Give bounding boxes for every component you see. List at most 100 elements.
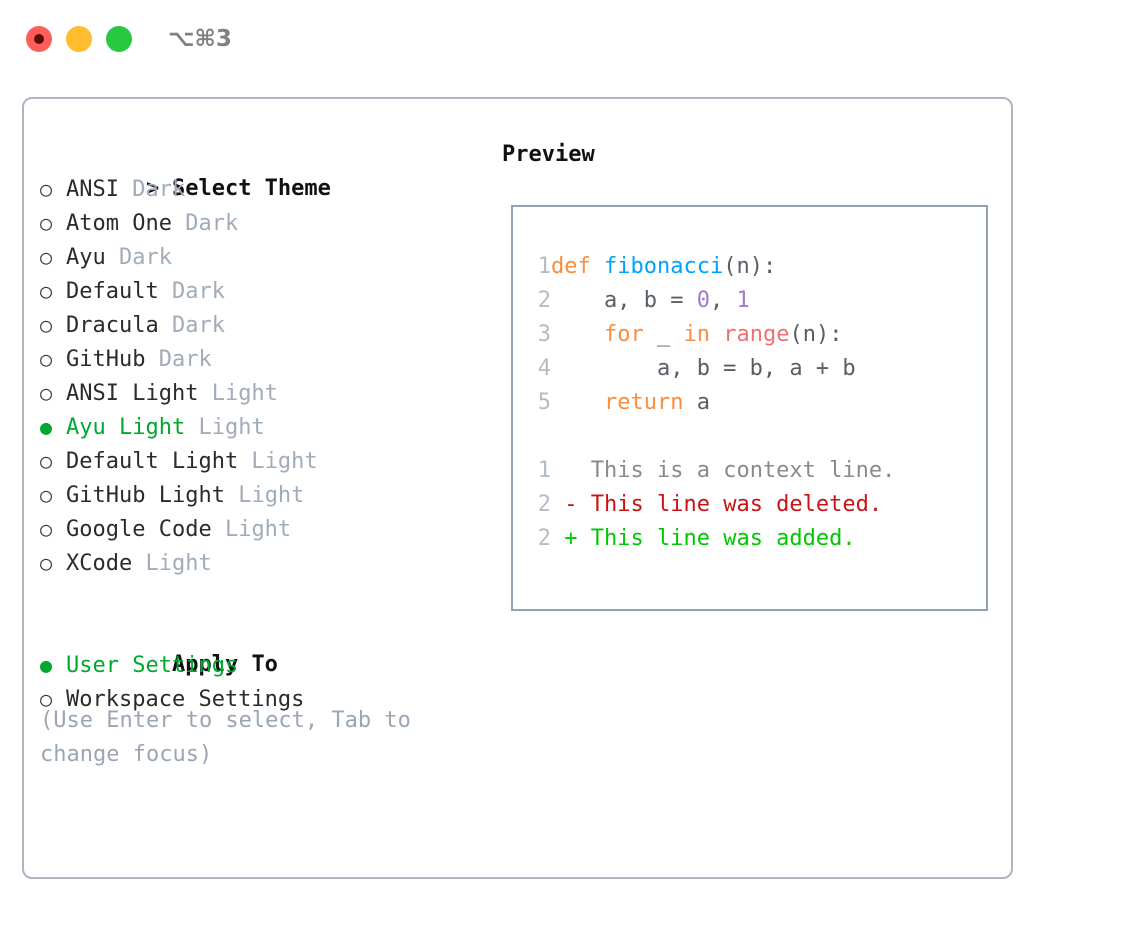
line-number: 1 — [537, 458, 551, 483]
minimize-button[interactable] — [66, 26, 92, 52]
theme-kind-badge: Light — [211, 517, 292, 542]
radio-unselected-icon[interactable]: ○ — [40, 517, 53, 541]
theme-list-item[interactable]: ○Default Light Light — [40, 444, 490, 478]
keyboard-hint: (Use Enter to select, Tab to change focu… — [40, 708, 425, 767]
diff-sign: + — [551, 526, 591, 551]
cursor-caret-icon: > — [145, 176, 173, 201]
theme-list-item[interactable]: ○Default Dark — [40, 274, 490, 308]
line-number: 5 — [537, 390, 551, 415]
radio-unselected-icon[interactable]: ○ — [40, 177, 53, 201]
theme-name: Default — [66, 279, 159, 304]
radio-unselected-icon[interactable]: ○ — [40, 687, 53, 711]
code-line: 2 a, b = 0, 1 — [527, 284, 895, 318]
apply-to-heading: Apply To — [40, 614, 490, 677]
theme-kind-badge: Light — [224, 483, 305, 508]
title-bar: ⌥⌘3 — [0, 0, 1140, 78]
theme-list-item[interactable]: ○ GitHub Light Light — [40, 478, 490, 512]
code-token: 0 — [696, 288, 710, 313]
theme-name: Ayu — [66, 245, 106, 270]
code-token: range — [723, 322, 790, 347]
diff-text: This is a context line. — [590, 458, 896, 483]
theme-list-item[interactable]: ○ Ayu Dark — [40, 240, 490, 274]
code-token: (n): — [723, 254, 777, 279]
apply-to-item[interactable]: ○ Workspace Settings — [40, 682, 490, 716]
radio-unselected-icon[interactable]: ○ — [40, 449, 53, 473]
code-token: , — [709, 288, 737, 313]
theme-name: XCode — [66, 551, 133, 576]
theme-kind-badge: Light — [132, 551, 212, 576]
diff-sign: - — [551, 492, 591, 517]
radio-selected-icon[interactable]: ● — [40, 653, 53, 677]
line-number: 1 — [537, 254, 551, 279]
corner-accent — [1114, 908, 1140, 934]
diff-line: 2 + This line was added. — [527, 522, 895, 556]
theme-list-item[interactable]: ●Ayu Light Light — [40, 410, 490, 444]
theme-kind-badge: Dark — [158, 313, 225, 338]
apply-to-item[interactable]: ● User Settings — [40, 648, 490, 682]
theme-picker-heading-label: Select Theme — [171, 176, 331, 201]
close-button[interactable] — [26, 26, 52, 52]
apply-to-label: Workspace Settings — [66, 687, 305, 712]
radio-unselected-icon[interactable]: ○ — [40, 313, 53, 337]
theme-list-item[interactable]: ○ ANSI Light Light — [40, 376, 490, 410]
main-panel: > Select Theme ○ANSI Dark○Atom One Dark○… — [22, 97, 1013, 879]
code-token — [551, 390, 604, 415]
code-token — [551, 322, 604, 347]
apply-to-list: ● User Settings ○ Workspace Settings — [40, 648, 490, 716]
apply-to-label: User Settings — [66, 653, 239, 678]
diff-text: This line was deleted. — [590, 492, 883, 517]
radio-unselected-icon[interactable]: ○ — [40, 381, 53, 405]
theme-kind-badge: Dark — [145, 347, 212, 372]
diff-text: This line was added. — [590, 526, 856, 551]
theme-kind-badge: Dark — [118, 177, 186, 202]
radio-unselected-icon[interactable]: ○ — [40, 551, 53, 575]
preview-title: Preview — [502, 142, 595, 167]
preview-column: Preview — [502, 138, 992, 172]
theme-list-item[interactable]: ○ GitHub Dark — [40, 342, 490, 376]
diff-line: 1 This is a context line. — [527, 454, 896, 488]
theme-kind-badge: Dark — [105, 245, 172, 270]
code-line: 4 a, b = b, a + b — [527, 352, 895, 386]
theme-list-item[interactable]: ○ Dracula Dark — [40, 308, 490, 342]
code-token: return — [603, 390, 684, 415]
code-line: 3 for _ in range(n): — [527, 318, 895, 352]
keyboard-shortcut-label: ⌥⌘3 — [168, 26, 232, 52]
theme-kind-badge: Light — [238, 449, 318, 474]
theme-list-item[interactable]: ○ Google Code Light — [40, 512, 490, 546]
theme-name: Dracula — [66, 313, 159, 338]
code-line: 1def fibonacci(n): — [527, 250, 895, 284]
theme-name: Ayu Light — [66, 415, 186, 440]
theme-name: Google Code — [66, 517, 212, 542]
theme-picker-column: > Select Theme ○ANSI Dark○Atom One Dark○… — [40, 138, 490, 716]
theme-name: ANSI Light — [66, 381, 199, 406]
diff-sign — [551, 458, 591, 483]
theme-name: GitHub — [66, 347, 146, 372]
theme-kind-badge: Dark — [171, 211, 239, 236]
radio-unselected-icon[interactable]: ○ — [40, 347, 53, 371]
line-number: 2 — [537, 492, 551, 517]
theme-list-item[interactable]: ○ XCode Light — [40, 546, 490, 580]
line-number: 2 — [537, 288, 551, 313]
code-token: a, b = — [551, 288, 697, 313]
theme-kind-badge: Light — [198, 381, 278, 406]
radio-unselected-icon[interactable]: ○ — [40, 279, 53, 303]
code-token: _ — [643, 322, 684, 347]
code-token: 1 — [736, 288, 750, 313]
theme-name: GitHub Light — [66, 483, 225, 508]
code-token: for — [603, 322, 644, 347]
radio-unselected-icon[interactable]: ○ — [40, 245, 53, 269]
theme-list-item[interactable]: ○ ANSI Dark — [40, 172, 490, 206]
code-token: a, b = b, a + b — [551, 356, 856, 381]
maximize-button[interactable] — [106, 26, 132, 52]
radio-unselected-icon[interactable]: ○ — [40, 483, 53, 507]
radio-unselected-icon[interactable]: ○ — [40, 211, 53, 235]
code-diff-spacer — [527, 420, 895, 454]
theme-name: ANSI — [66, 177, 119, 202]
section-spacer — [40, 580, 490, 614]
theme-list-item[interactable]: ○Atom One Dark — [40, 206, 490, 240]
diff-line: 2 - This line was deleted. — [527, 488, 895, 522]
radio-selected-icon[interactable]: ● — [40, 415, 53, 439]
